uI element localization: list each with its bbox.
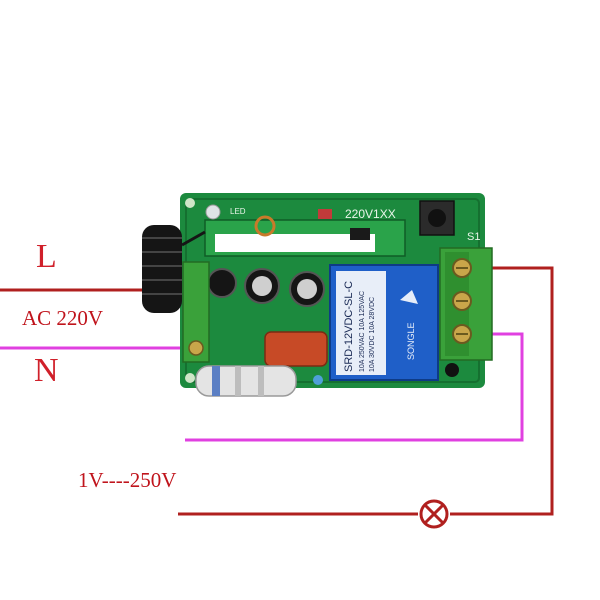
mount-hole (185, 373, 195, 383)
board-model: 220V1XX (345, 207, 396, 221)
relay-board: LED 220V1XX S1 SRD-12VDC-SL-C (142, 193, 493, 397)
capacitor (207, 268, 237, 298)
led-label: LED (230, 207, 246, 216)
line-label: L (36, 238, 57, 275)
wire-no-output (185, 332, 524, 442)
antenna-coil (142, 225, 206, 313)
relay-brand: SONGLE (406, 322, 416, 360)
lamp-icon (419, 499, 449, 529)
power-resistor (195, 365, 297, 397)
led (205, 204, 221, 220)
load-voltage-range-label: 1V----250V (78, 468, 177, 492)
screw-terminal (188, 340, 204, 356)
mount-hole (185, 198, 195, 208)
supply-voltage-label: AC 220V (22, 306, 104, 330)
switch-label: S1 (467, 231, 480, 243)
copper-coil (254, 215, 276, 237)
wire-common-to-lamp (450, 266, 554, 516)
x-capacitor (264, 331, 328, 367)
neutral-label: N (34, 352, 59, 389)
output-terminal (439, 247, 493, 361)
relay-rating-dc: 10A 30VDC 10A 28VDC (369, 297, 376, 372)
relay-rating-ac: 10A 250VAC 10A 125VAC (359, 291, 366, 372)
relay-model: SRD-12VDC-SL-C (343, 281, 355, 372)
relay: SRD-12VDC-SL-C 10A 250VAC 10A 125VAC 10A… (329, 264, 439, 381)
